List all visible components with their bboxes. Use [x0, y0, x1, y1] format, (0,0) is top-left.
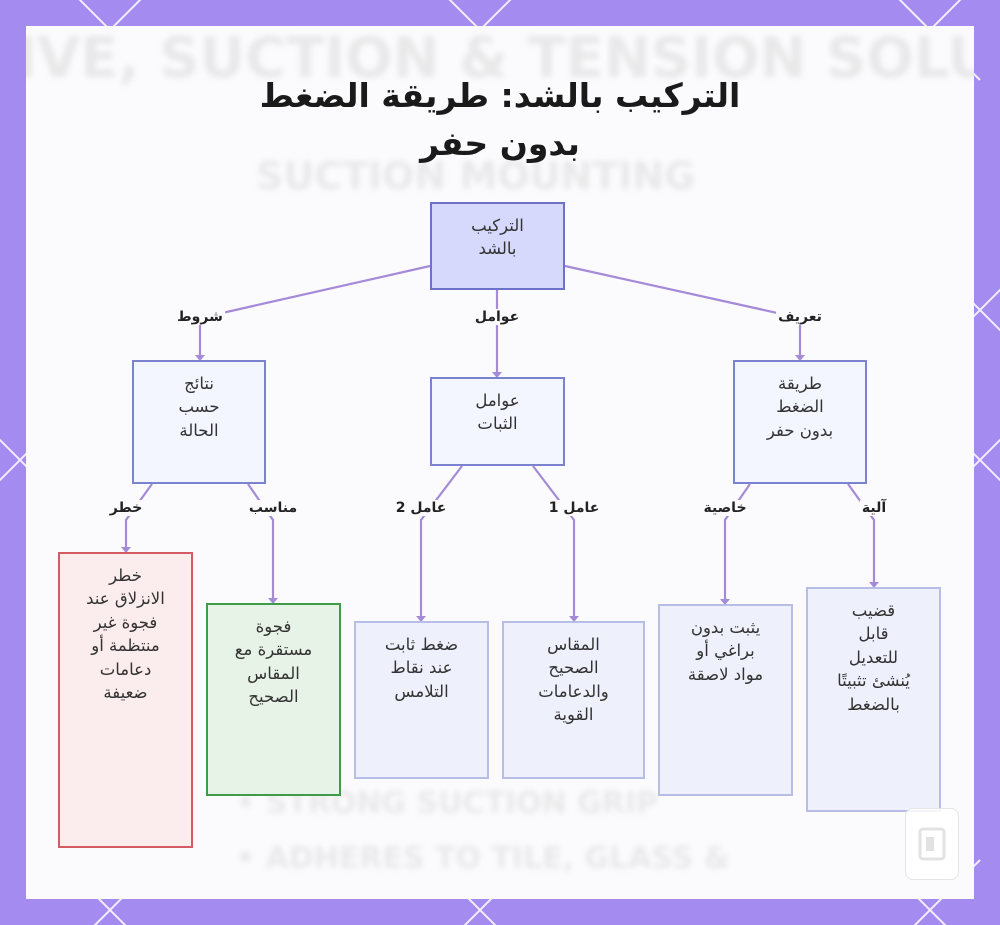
node-root: التركيب بالشد — [430, 202, 565, 290]
background-bullet-2: • ADHERES TO TILE, GLASS & — [236, 841, 730, 876]
node-results-label: نتائج حسب الحالة — [178, 374, 220, 440]
connector-def-feature — [723, 483, 751, 604]
node-danger-label: خطر الانزلاق عند فجوة غير منتظمة أو دعام… — [86, 566, 165, 703]
title-line-2: بدون حفر — [420, 124, 580, 163]
node-feature: يثبت بدون براغي أو مواد لاصقة — [658, 604, 793, 796]
edge-label-definition: تعريف — [776, 309, 824, 325]
node-definition: طريقة الضغط بدون حفر — [733, 360, 867, 484]
edge-label-factor-1: عامل 1 — [546, 500, 602, 516]
node-factors: عوامل الثبات — [430, 377, 565, 466]
node-root-label: التركيب بالشد — [471, 216, 524, 259]
node-factor-2-label: ضغط ثابت عند نقاط التلامس — [384, 635, 459, 701]
connector-results-suitable — [247, 483, 275, 603]
watermark-logo-icon — [918, 827, 946, 861]
background-subtitle-text: SUCTION MOUNTING — [256, 154, 696, 198]
edge-label-suitable: مناسب — [246, 500, 300, 516]
title-line-1: التركيب بالشد: طريقة الضغط — [259, 76, 741, 115]
connector-factors-factor2 — [419, 465, 463, 621]
edge-label-mechanism: آلية — [859, 500, 889, 516]
node-factor-2: ضغط ثابت عند نقاط التلامس — [354, 621, 489, 779]
node-danger: خطر الانزلاق عند فجوة غير منتظمة أو دعام… — [58, 552, 193, 848]
edge-label-feature: خاصية — [701, 500, 749, 516]
edge-label-danger: خطر — [107, 500, 145, 516]
blurred-background-photo: IVE, SUCTION & TENSION SOLU SUCTION MOUN… — [26, 26, 974, 899]
connector-root-def — [564, 264, 802, 360]
node-feature-label: يثبت بدون براغي أو مواد لاصقة — [687, 618, 764, 684]
node-suitable: فجوة مستقرة مع المقاس الصحيح — [206, 603, 341, 796]
node-definition-label: طريقة الضغط بدون حفر — [766, 374, 834, 440]
node-mechanism-label: قضيب قابل للتعديل يُنشئ تثبيتًا بالضغط — [837, 601, 910, 714]
connector-def-mechanism — [847, 483, 876, 587]
edge-label-factors: عوامل — [472, 309, 522, 325]
node-mechanism: قضيب قابل للتعديل يُنشئ تثبيتًا بالضغط — [806, 587, 941, 812]
node-results: نتائج حسب الحالة — [132, 360, 266, 484]
node-factor-1: المقاس الصحيح والدعامات القوية — [502, 621, 645, 779]
node-suitable-label: فجوة مستقرة مع المقاس الصحيح — [234, 617, 313, 707]
connector-results-danger — [124, 483, 153, 552]
watermark-badge — [905, 808, 959, 880]
background-banner-text: IVE, SUCTION & TENSION SOLU — [26, 26, 974, 91]
node-factors-label: عوامل الثبات — [475, 391, 520, 434]
connector-root-results — [198, 264, 431, 360]
edge-label-conditions: شروط — [175, 309, 225, 325]
edge-label-factor-2: عامل 2 — [393, 500, 449, 516]
node-factor-1-label: المقاس الصحيح والدعامات القوية — [538, 635, 609, 725]
connector-factors-factor1 — [532, 465, 576, 621]
